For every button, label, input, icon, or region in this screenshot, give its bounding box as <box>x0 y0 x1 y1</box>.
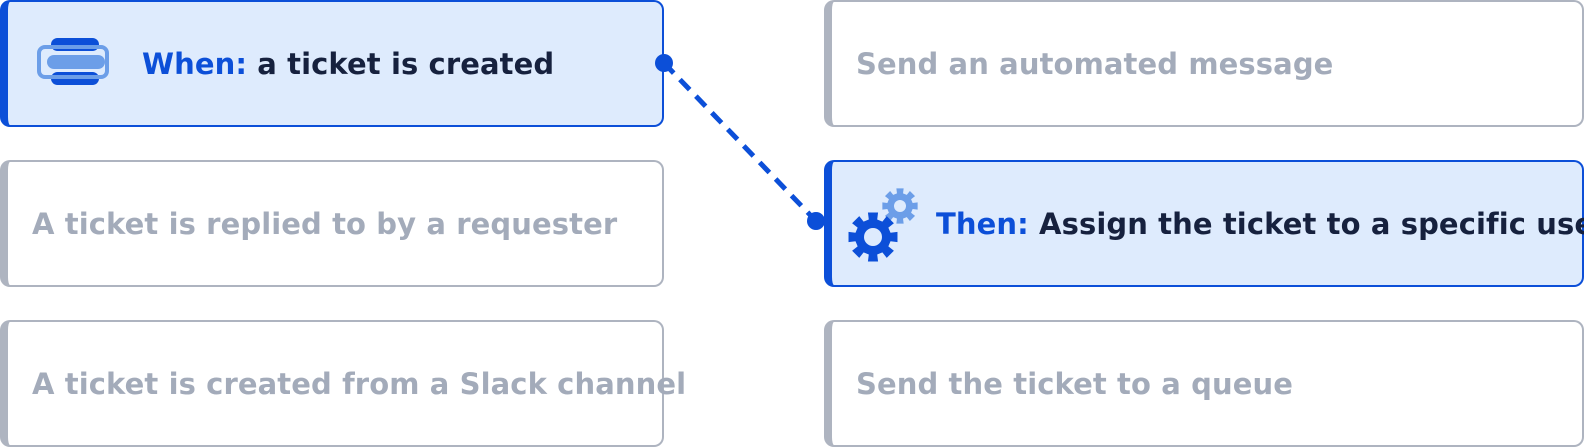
trigger-option-label: A ticket is replied to by a requester <box>32 206 618 241</box>
dashed-connector <box>662 61 818 223</box>
action-option-label: Send an automated message <box>856 46 1334 81</box>
action-text: Assign the ticket to a specific user <box>1039 206 1584 241</box>
trigger-option-label: A ticket is created from a Slack channel <box>32 366 687 401</box>
trigger-option-slack[interactable]: A ticket is created from a Slack channel <box>0 320 686 447</box>
trigger-card-selected[interactable]: When: a ticket is created <box>0 0 664 127</box>
trigger-label: When: a ticket is created <box>142 47 554 81</box>
trigger-text: a ticket is created <box>257 46 555 81</box>
stacked-bars-icon <box>8 36 142 92</box>
action-option-automated-message[interactable]: Send an automated message <box>824 0 1584 127</box>
gears-graphic <box>848 187 918 261</box>
large-gear-icon <box>848 212 898 261</box>
action-option-queue[interactable]: Send the ticket to a queue <box>824 320 1584 447</box>
trigger-prefix: When: <box>142 46 248 81</box>
gears-icon <box>832 184 936 264</box>
action-card-selected[interactable]: Then: Assign the ticket to a specific us… <box>824 160 1584 287</box>
trigger-option-replied[interactable]: A ticket is replied to by a requester <box>0 160 664 287</box>
action-label: Then: Assign the ticket to a specific us… <box>936 207 1584 241</box>
action-prefix: Then: <box>936 206 1029 241</box>
small-gear-icon <box>882 187 918 224</box>
action-option-label: Send the ticket to a queue <box>856 366 1293 401</box>
connector-end-dot <box>807 212 825 230</box>
